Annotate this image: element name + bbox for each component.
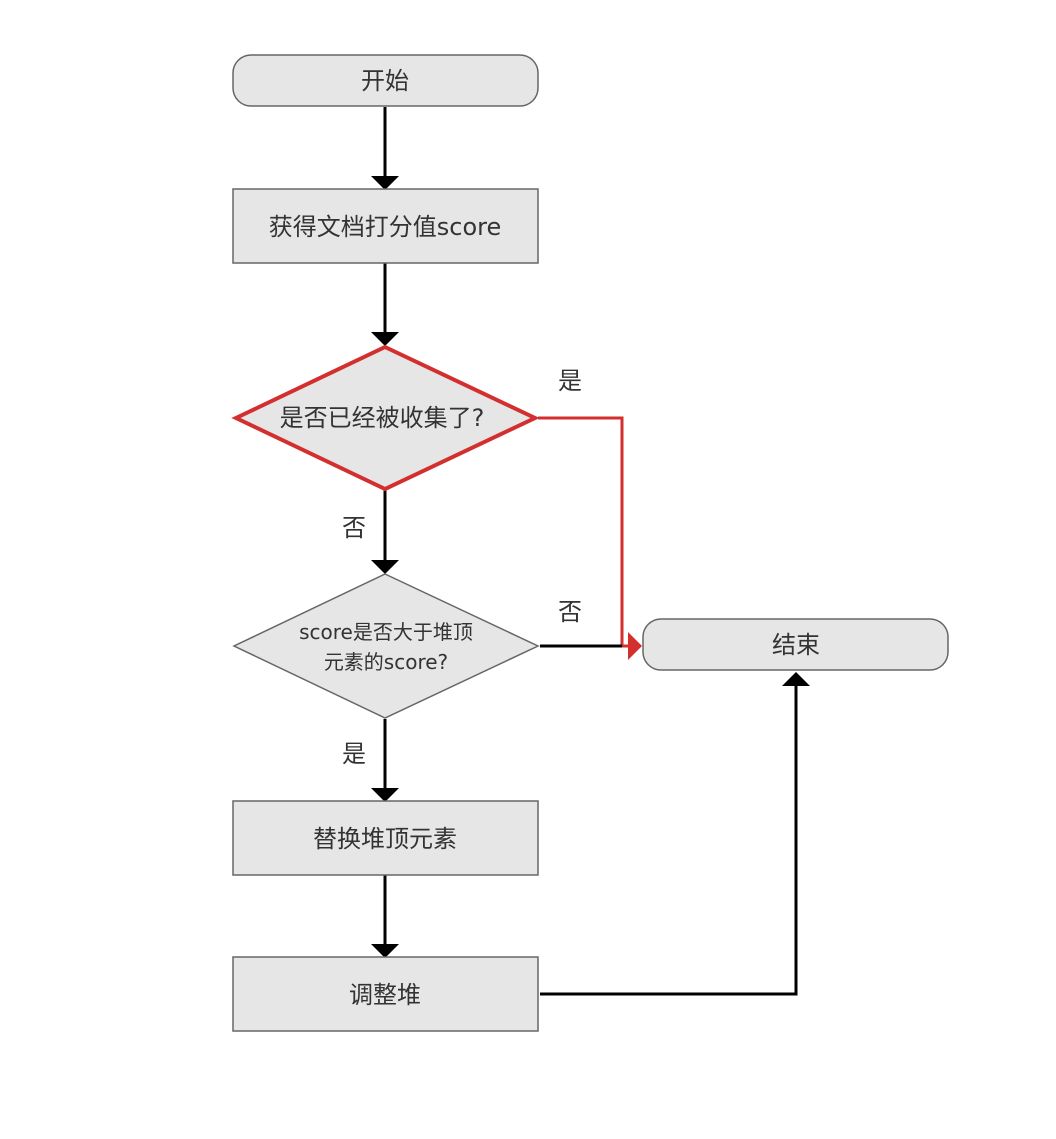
edge-label-collected-no: 否: [342, 514, 366, 542]
edge-get-score-to-collected-check: [371, 263, 399, 346]
end-label: 结束: [772, 631, 820, 659]
edge-label-collected-yes: 是: [558, 367, 582, 395]
adjust-heap-label: 调整堆: [349, 981, 421, 1009]
score-check-label-line2: 元素的score?: [324, 650, 448, 674]
collected-check-label: 是否已经被收集了?: [280, 404, 485, 432]
replace-top-node[interactable]: 替换堆顶元素: [232, 800, 539, 876]
edge-label-score-yes: 是: [342, 740, 366, 768]
adjust-heap-node[interactable]: 调整堆: [232, 956, 539, 1032]
edge-adjust-to-end: [540, 672, 810, 996]
start-node[interactable]: 开始: [232, 54, 539, 107]
edge-collected-no: [371, 490, 399, 574]
get-score-node[interactable]: 获得文档打分值score: [232, 188, 539, 264]
edge-start-to-get-score: [371, 107, 399, 190]
get-score-label: 获得文档打分值score: [269, 213, 502, 241]
end-node[interactable]: 结束: [642, 618, 949, 671]
edge-replace-to-adjust: [371, 875, 399, 958]
edge-score-yes: [371, 719, 399, 802]
edge-collected-yes: [538, 416, 642, 660]
score-check-label-line1: score是否大于堆顶: [299, 620, 473, 644]
collected-check-node[interactable]: 是否已经被收集了?: [231, 344, 540, 492]
edge-label-score-no: 否: [558, 598, 582, 626]
start-label: 开始: [361, 67, 409, 95]
score-check-node[interactable]: score是否大于堆顶 元素的score?: [232, 573, 540, 719]
replace-top-label: 替换堆顶元素: [313, 825, 457, 853]
